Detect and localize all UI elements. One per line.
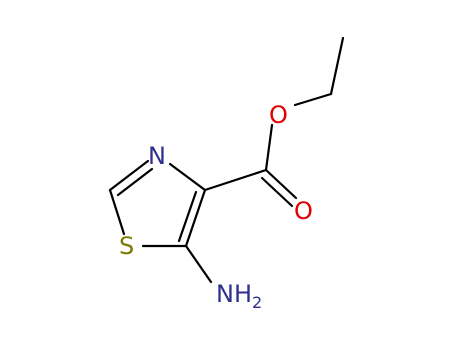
bond-c5-c4-1: [184, 188, 207, 248]
bond-c-o-double-1: [264, 168, 298, 200]
atom-nh2: NH2: [216, 280, 262, 312]
bond-o-ether-c-carbonyl: [264, 123, 274, 172]
bond-c-carbonyl-c4: [203, 168, 268, 192]
atom-o-ether: O: [269, 101, 288, 129]
bond-ch2-o-ether: [293, 92, 333, 107]
bond-n3-c2-1: [108, 159, 150, 192]
bond-c4-n3: [168, 162, 207, 192]
bond-c-o-double-2: [260, 176, 294, 208]
bond-n3-c2-2: [116, 167, 154, 197]
bond-c2-s1: [108, 188, 126, 236]
atom-n-ring: N: [148, 142, 166, 170]
atom-o-carbonyl: O: [294, 197, 313, 225]
atom-s-ring: S: [119, 232, 134, 260]
bond-c5-c4-2: [177, 190, 198, 243]
bond-c5-nh2: [184, 244, 213, 284]
bond-ch3-ch2: [329, 36, 345, 96]
